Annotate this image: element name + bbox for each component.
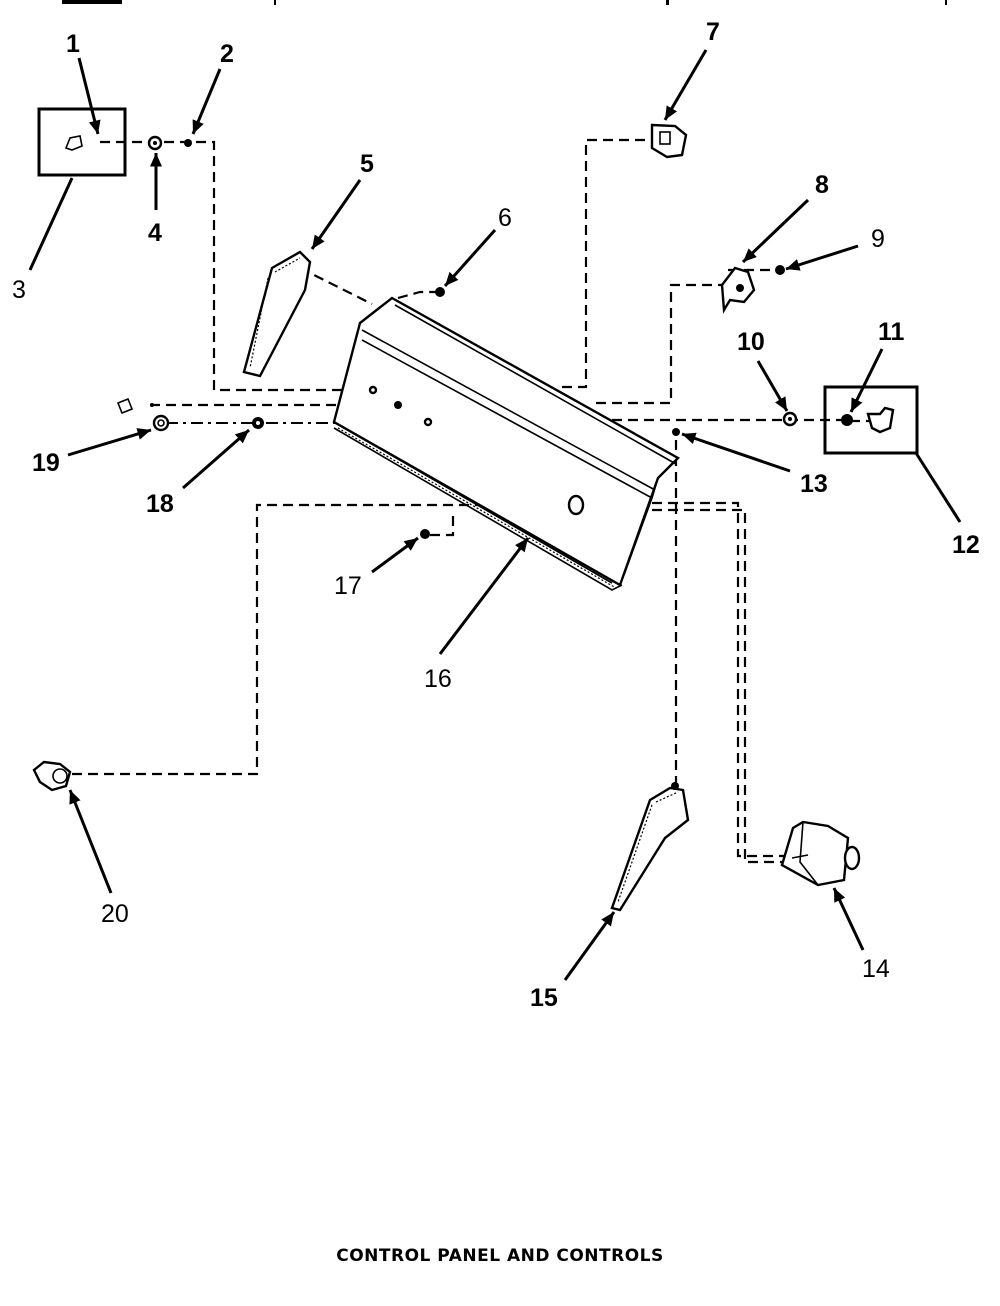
screw-part-13: [672, 428, 680, 436]
callout-15: 15: [530, 984, 558, 1012]
callout-11: 11: [878, 318, 905, 346]
screw-dot: [150, 403, 154, 407]
end-cap-part-15: [610, 782, 690, 912]
assembly-lines: [72, 138, 870, 864]
callout-1: 1: [66, 30, 80, 58]
callout-9: 9: [871, 225, 885, 253]
switch-part-7: [650, 123, 688, 159]
callout-17: 17: [334, 572, 362, 600]
callout-3: 3: [12, 276, 26, 304]
callout-8: 8: [815, 171, 829, 199]
screw-part-17: [420, 529, 430, 539]
diagram-caption: CONTROL PANEL AND CONTROLS: [336, 1246, 664, 1266]
callout-5: 5: [360, 150, 374, 178]
callout-10: 10: [737, 328, 765, 356]
timer-part-14: [780, 820, 861, 887]
nut-part-10: [782, 411, 798, 427]
switch-part-8: [720, 266, 756, 314]
cropped-header-marks: [62, 0, 947, 5]
nut-part-9: [775, 265, 785, 275]
washer-part-19: [152, 414, 170, 432]
callout-labels: 1 2 3 4 5 6 7 8 9 10 11 12 13 14 15 16 1…: [12, 18, 980, 1012]
knob-assembly-part-3: [37, 107, 127, 177]
knob-part-20: [32, 760, 72, 792]
callout-2: 2: [220, 40, 234, 68]
callout-18: 18: [146, 490, 174, 518]
callout-6: 6: [498, 204, 512, 232]
leader-lines: [28, 49, 962, 981]
nut-part-2: [184, 139, 192, 147]
callout-4: 4: [148, 219, 162, 247]
knob-symbol: [116, 397, 134, 415]
callout-13: 13: [800, 470, 828, 498]
callout-12: 12: [952, 531, 980, 559]
washer-part-4: [147, 135, 163, 151]
screw-part-6: [435, 287, 445, 297]
callout-7: 7: [706, 18, 720, 46]
end-cap-part-5: [242, 250, 312, 378]
callout-16: 16: [424, 665, 452, 693]
callout-14: 14: [862, 955, 890, 983]
callout-19: 19: [32, 449, 60, 477]
knob-assembly-part-12: [823, 385, 919, 455]
clip-part-18: [252, 417, 264, 429]
control-panel-part-16: [332, 296, 680, 591]
callout-20: 20: [101, 900, 129, 928]
